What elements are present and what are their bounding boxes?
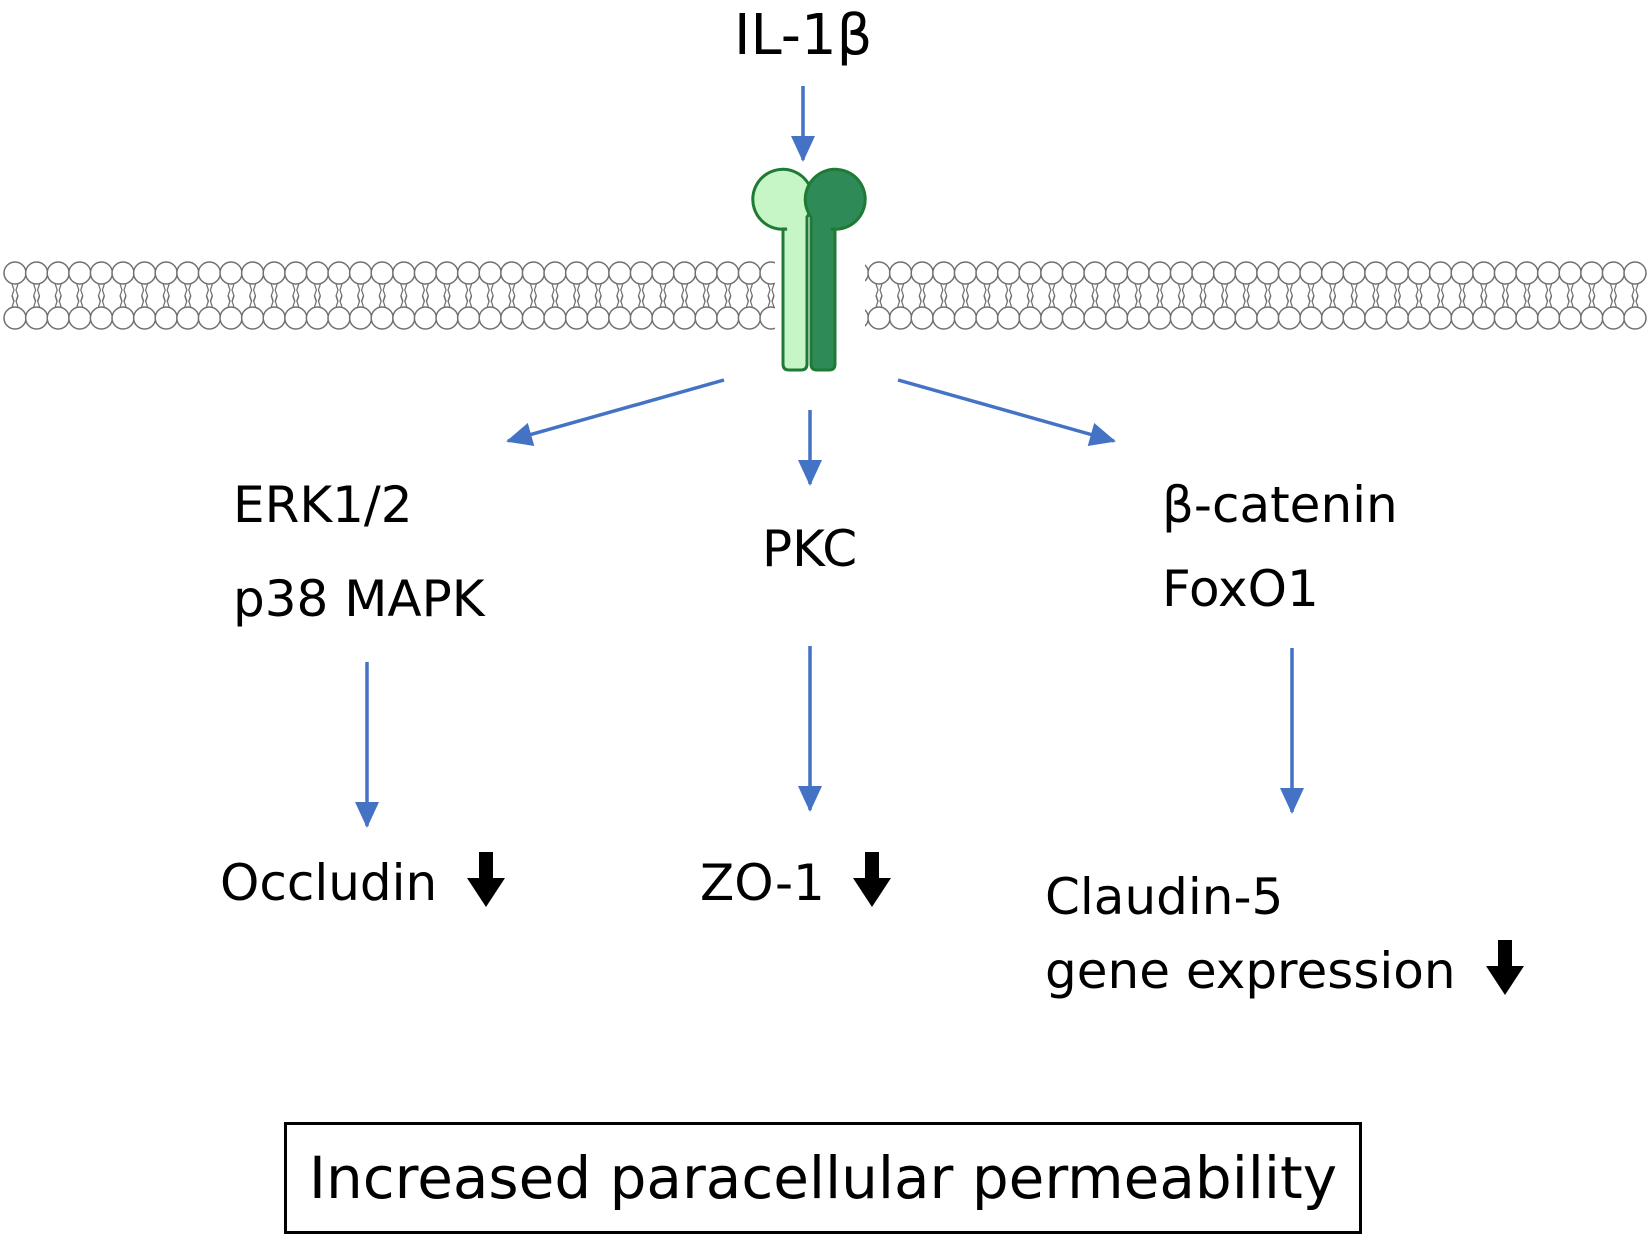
signal-arrows	[355, 86, 1304, 828]
receptor-subunit-dark	[803, 167, 867, 372]
target-occludin-label: Occludin	[220, 854, 438, 912]
lipid-molecule	[478, 261, 502, 330]
mediator-foxo1-label: FoxO1	[1162, 560, 1319, 618]
mediator-erk-label: ERK1/2	[233, 476, 413, 534]
lipid-molecule	[68, 261, 92, 330]
lipid-molecule	[1212, 261, 1237, 330]
lipid-molecule	[370, 261, 394, 330]
lipid-molecule	[953, 261, 978, 330]
lipid-molecule	[46, 261, 70, 330]
arrow-to-beta-catenin	[897, 378, 1116, 447]
lipid-molecule	[348, 261, 373, 330]
mediator-beta-catenin-label: β-catenin	[1162, 476, 1398, 534]
lipid-molecule	[564, 261, 589, 330]
target-gene-expression-label: gene expression	[1045, 942, 1456, 1000]
down-arrow-icon-occludin	[467, 852, 505, 907]
lipid-molecule	[1472, 261, 1496, 330]
lipid-molecule	[1450, 261, 1474, 330]
lipid-molecule	[327, 261, 351, 330]
lipid-molecule	[284, 261, 308, 330]
lipid-molecule	[24, 261, 49, 330]
lipid-molecule	[608, 261, 632, 330]
lipid-molecule	[1493, 261, 1518, 330]
lipid-molecule	[392, 261, 416, 330]
lipid-molecule	[996, 261, 1021, 330]
lipid-molecule	[1536, 261, 1561, 330]
lipid-molecule	[1364, 261, 1388, 330]
lipid-molecule	[1061, 261, 1086, 330]
lipid-molecule	[154, 261, 178, 330]
lipid-molecule	[1601, 261, 1626, 330]
lipid-molecule	[1385, 261, 1410, 330]
lipid-molecule	[1040, 261, 1064, 330]
lipid-molecule	[1104, 261, 1129, 330]
lipid-molecule	[1299, 261, 1323, 330]
lipid-molecule	[1580, 261, 1604, 330]
lipid-molecule	[1623, 261, 1647, 330]
lipid-molecule	[413, 261, 438, 330]
lipid-molecule	[111, 261, 135, 330]
arrow-to-erk	[506, 378, 725, 447]
lipid-molecule	[305, 261, 330, 330]
lipid-molecule	[3, 261, 27, 330]
lipid-molecule	[197, 261, 222, 330]
lipid-molecule	[500, 261, 524, 330]
lipid-molecule	[1148, 261, 1172, 330]
receptor-icon	[751, 167, 867, 372]
lipid-molecule	[586, 261, 610, 330]
lipid-molecule	[629, 261, 654, 330]
decrease-arrows	[467, 852, 1524, 995]
lipid-molecule	[1169, 261, 1194, 330]
lipid-molecule	[262, 261, 286, 330]
lipid-molecule	[910, 261, 934, 330]
lipid-molecule	[672, 261, 697, 330]
lipid-molecule	[89, 261, 114, 330]
lipid-molecule	[240, 261, 265, 330]
lipid-molecule	[1234, 261, 1258, 330]
target-claudin5-label: Claudin-5	[1045, 868, 1284, 926]
lipid-molecule	[176, 261, 200, 330]
lipid-molecule	[435, 261, 459, 330]
lipid-molecule	[456, 261, 481, 330]
lipid-molecule	[1018, 261, 1042, 330]
down-arrow-icon-claudin5	[1486, 940, 1524, 995]
lipid-molecule	[1256, 261, 1280, 330]
mediator-pkc-label: PKC	[762, 520, 858, 578]
lipid-molecule	[1407, 261, 1431, 330]
lipid-molecule	[1191, 261, 1215, 330]
lipid-molecule	[543, 261, 567, 330]
ligand-label: IL-1β	[734, 3, 873, 68]
mediator-p38-label: p38 MAPK	[233, 570, 485, 628]
lipid-molecule	[1428, 261, 1453, 330]
lipid-molecule	[1320, 261, 1345, 330]
lipid-molecule	[888, 261, 913, 330]
lipid-molecule	[975, 261, 999, 330]
lipid-molecule	[1083, 261, 1107, 330]
lipid-molecule	[219, 261, 243, 330]
down-arrow-icon-zo1	[853, 852, 891, 907]
lipid-molecule	[1515, 261, 1539, 330]
lipid-molecule	[651, 261, 675, 330]
lipid-molecule	[737, 261, 762, 330]
lipid-molecule	[694, 261, 718, 330]
outcome-box: Increased paracellular permeability	[284, 1122, 1362, 1234]
target-zo1-label: ZO-1	[700, 854, 825, 912]
lipid-molecule	[521, 261, 546, 330]
outcome-label: Increased paracellular permeability	[308, 1144, 1338, 1212]
lipid-molecule	[132, 261, 157, 330]
lipid-molecule	[716, 261, 740, 330]
lipid-molecule	[1126, 261, 1150, 330]
lipid-molecule	[932, 261, 956, 330]
lipid-molecule	[867, 261, 891, 330]
lipid-molecule	[1558, 261, 1582, 330]
lipid-molecule	[1342, 261, 1366, 330]
lipid-molecule	[1277, 261, 1302, 330]
